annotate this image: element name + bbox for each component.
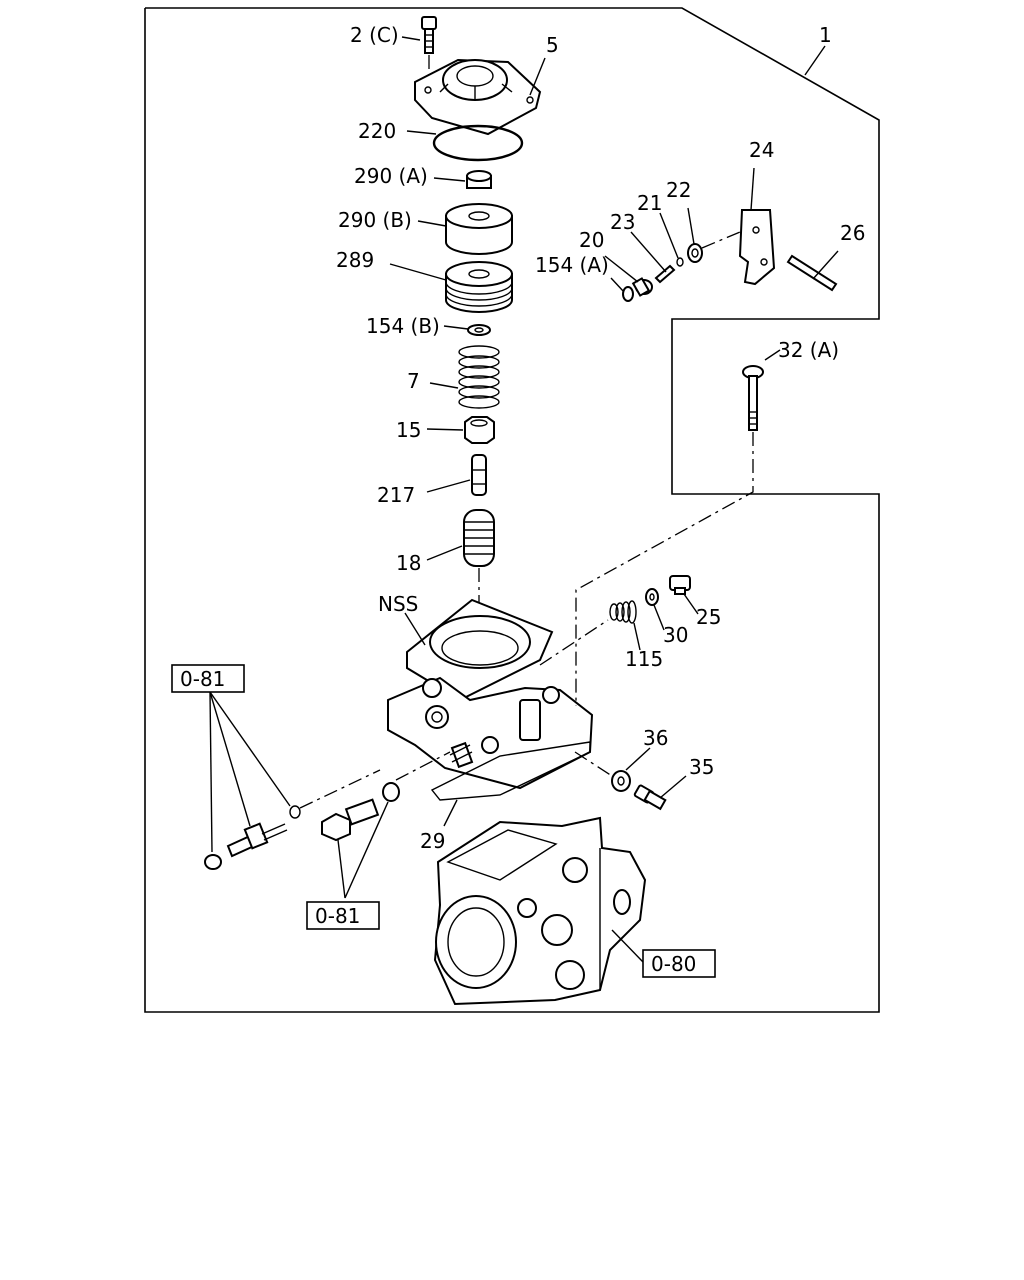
label-15: 15 [396, 418, 421, 442]
svg-text:0-81: 0-81 [315, 904, 360, 928]
part-stud-bolt[interactable] [226, 822, 288, 858]
ref-box-0-80[interactable]: 0-80 [642, 949, 716, 978]
label-290b: 290 (B) [338, 208, 412, 232]
part-21-spring[interactable] [676, 257, 684, 267]
part-22-nut[interactable] [687, 243, 703, 263]
assembly-boundary [144, 7, 880, 1013]
label-7: 7 [407, 369, 420, 393]
label-115: 115 [625, 647, 663, 671]
part-26-pin[interactable] [786, 254, 838, 292]
label-154b: 154 (B) [366, 314, 440, 338]
part-15-nut[interactable] [464, 416, 495, 444]
label-154a: 154 (A) [535, 253, 609, 277]
part-289-piston[interactable] [445, 261, 513, 313]
label-30: 30 [663, 623, 688, 647]
label-21: 21 [637, 191, 662, 215]
part-23-pin[interactable] [654, 264, 676, 284]
label-29: 29 [420, 829, 445, 853]
label-nss: NSS [378, 592, 418, 616]
label-217: 217 [377, 483, 415, 507]
label-18: 18 [396, 551, 421, 575]
part-220-o-ring[interactable] [432, 124, 524, 162]
part-oring-small[interactable] [289, 805, 301, 819]
part-24-lever[interactable] [738, 209, 776, 286]
part-29-gasket[interactable] [430, 741, 591, 801]
part-290a-cap[interactable] [466, 170, 492, 189]
ref-box-0-81-upper[interactable]: 0-81 [171, 664, 245, 693]
part-154b-washer[interactable] [467, 324, 491, 336]
label-1: 1 [819, 23, 832, 47]
label-25: 25 [696, 605, 721, 629]
part-35-screw[interactable] [633, 784, 667, 811]
label-220: 220 [358, 119, 396, 143]
label-36: 36 [643, 726, 668, 750]
part-290b-disc[interactable] [445, 203, 513, 255]
part-30-washer[interactable] [645, 588, 659, 606]
pump-body-0-80 [433, 816, 647, 1006]
part-2c-bolt[interactable] [421, 16, 437, 54]
part-115-spring[interactable] [609, 600, 637, 624]
label-289: 289 [336, 248, 374, 272]
part-32a-bolt[interactable] [742, 365, 764, 431]
label-35: 35 [689, 755, 714, 779]
label-23: 23 [610, 210, 635, 234]
ref-box-0-81-lower[interactable]: 0-81 [306, 901, 380, 930]
label-290a: 290 (A) [354, 164, 428, 188]
svg-text:0-81: 0-81 [180, 667, 225, 691]
label-22: 22 [666, 178, 691, 202]
svg-text:0-80: 0-80 [651, 952, 696, 976]
part-5-cover[interactable] [414, 58, 542, 136]
part-washer-bolt[interactable] [382, 782, 400, 802]
part-7-spring[interactable] [458, 345, 500, 409]
label-5: 5 [546, 33, 559, 57]
part-25-plug[interactable] [669, 575, 691, 595]
label-2c: 2 (C) [350, 23, 399, 47]
part-36-washer[interactable] [611, 770, 631, 792]
part-20-bushing[interactable] [631, 277, 653, 297]
label-32a: 32 (A) [778, 338, 839, 362]
part-154a-washer[interactable] [622, 286, 634, 302]
label-24: 24 [749, 138, 774, 162]
part-nss-housing[interactable] [387, 598, 594, 790]
label-26: 26 [840, 221, 865, 245]
part-217-pin[interactable] [471, 454, 487, 496]
part-nut-small[interactable] [204, 854, 222, 870]
label-20: 20 [579, 228, 604, 252]
leader-lines [209, 36, 839, 963]
part-18-spring[interactable] [463, 509, 495, 567]
part-hex-bolt[interactable] [321, 798, 380, 842]
